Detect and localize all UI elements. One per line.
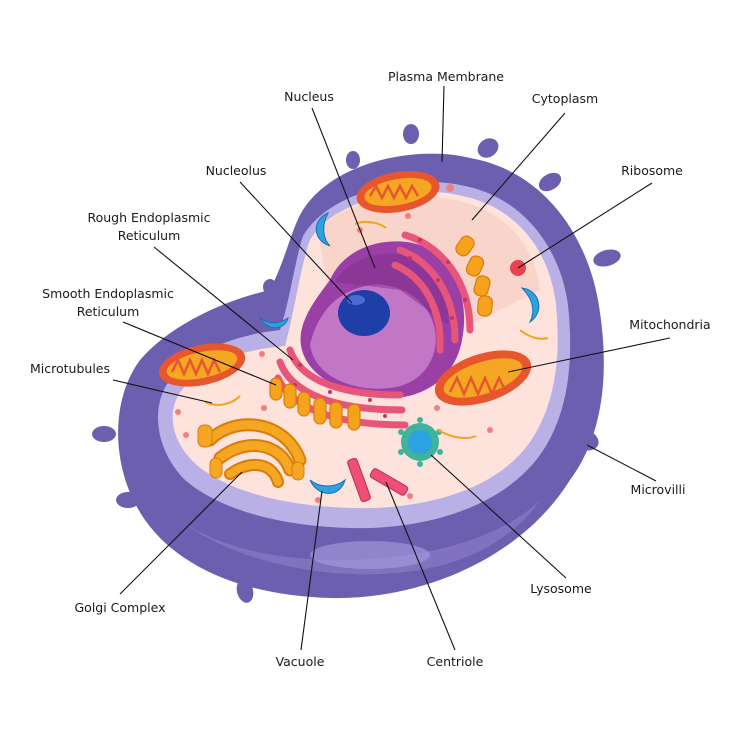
mitochondrion-top [356, 170, 440, 214]
leader-golgi [119, 471, 243, 595]
membrane-highlight [180, 500, 540, 575]
label-mitochondria: Mitochondria [629, 317, 710, 332]
label-vacuole: Vacuole [276, 654, 325, 669]
label-ribosome: Ribosome [621, 163, 683, 178]
golgi-vesicles [197, 424, 305, 481]
leader-nucleolus [239, 181, 353, 304]
nucleus [300, 241, 465, 399]
leader-ribosome [517, 182, 653, 269]
vacuoles [259, 211, 540, 494]
label-plasma-membrane: Plasma Membrane [388, 69, 504, 84]
smooth-er [269, 235, 493, 431]
label-nucleus: Nucleus [284, 89, 334, 104]
golgi-complex [203, 418, 307, 488]
label-nucleolus: Nucleolus [206, 163, 267, 178]
leader-rough-er [153, 246, 294, 361]
label-smooth-er-line1: Smooth Endoplasmic [42, 286, 174, 301]
leader-lysosome [430, 454, 567, 579]
mitochondrion-right [434, 350, 532, 406]
label-rough-er-line2: Reticulum [118, 228, 181, 243]
label-cytoplasm: Cytoplasm [532, 91, 598, 106]
mitochondria-group [158, 170, 532, 406]
leader-lines [112, 85, 671, 651]
label-smooth-er-line2: Reticulum [77, 304, 140, 319]
membrane-gloss [310, 541, 430, 569]
label-centriole: Centriole [427, 654, 484, 669]
leader-centriole [385, 481, 456, 651]
centrioles [347, 457, 409, 503]
leader-microvilli [586, 444, 657, 482]
leader-nucleus [311, 107, 376, 269]
mitochondrion-left [158, 343, 246, 387]
leader-mitochondria [507, 337, 671, 373]
leader-smooth-er [122, 321, 277, 386]
leader-plasma-membrane [441, 85, 445, 163]
vacuole-bottom [309, 478, 346, 494]
label-microtubules: Microtubules [30, 361, 110, 376]
lysosome-shape [398, 417, 443, 467]
labels: Nucleus Plasma Membrane Cytoplasm Nucleo… [30, 69, 711, 669]
leader-microtubules [112, 379, 213, 404]
nucleus-shade [335, 253, 449, 325]
label-golgi: Golgi Complex [74, 600, 165, 615]
label-rough-er-line1: Rough Endoplasmic [87, 210, 210, 225]
leader-vacuole [300, 490, 323, 651]
leader-cytoplasm [471, 112, 566, 221]
label-lysosome: Lysosome [530, 581, 592, 596]
label-microvilli: Microvilli [631, 482, 686, 497]
